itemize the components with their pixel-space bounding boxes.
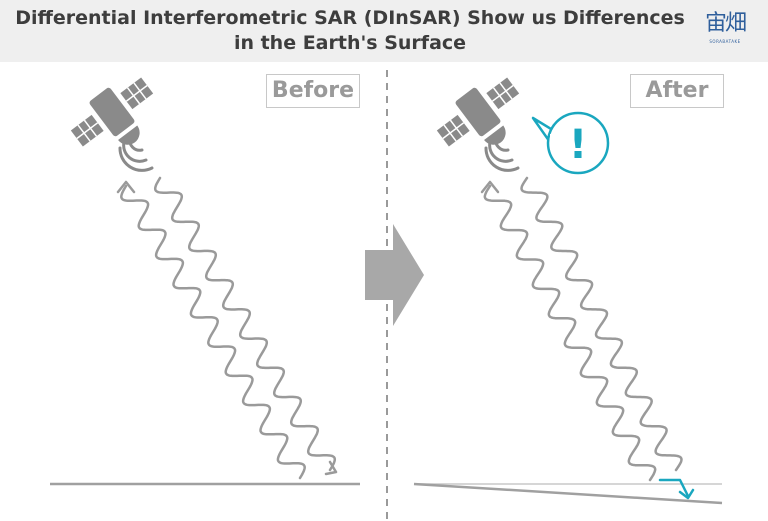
subsidence-arrow-icon [658,478,695,500]
page-title: Differential Interferometric SAR (DInSAR… [0,6,700,56]
title-line-2: in the Earth's Surface [233,32,467,54]
after-label: After [630,74,724,108]
before-label: Before [266,74,360,108]
alert-bubble: ! [531,111,610,175]
outgoing-wave-after [520,176,683,472]
exclamation-icon: ! [569,122,587,168]
radar-wave-after [480,176,683,482]
transition-arrow-icon [365,224,424,326]
radar-wave-before [116,176,338,480]
satellite-icon-after [436,77,520,147]
logo-mark: 宙畑 [704,11,747,36]
outgoing-wave-before [153,176,337,472]
signal-waves-icon-before [118,136,154,172]
return-arrowhead-after [480,180,500,194]
title-line-1: Differential Interferometric SAR (DInSAR… [15,7,685,29]
return-wave-before [120,184,306,480]
return-arrowhead-before [116,180,136,194]
header-banner: Differential Interferometric SAR (DInSAR… [0,0,768,62]
outgoing-arrowhead-before [324,460,338,476]
signal-waves-icon-after [484,136,520,172]
logo-subtext: SORABATAKE [709,39,741,44]
sorabatake-logo: 宙畑 SORABATAKE [700,10,750,54]
satellite-icon-before [70,77,154,147]
return-wave-after [483,184,657,482]
subsided-ground-after [413,482,723,505]
